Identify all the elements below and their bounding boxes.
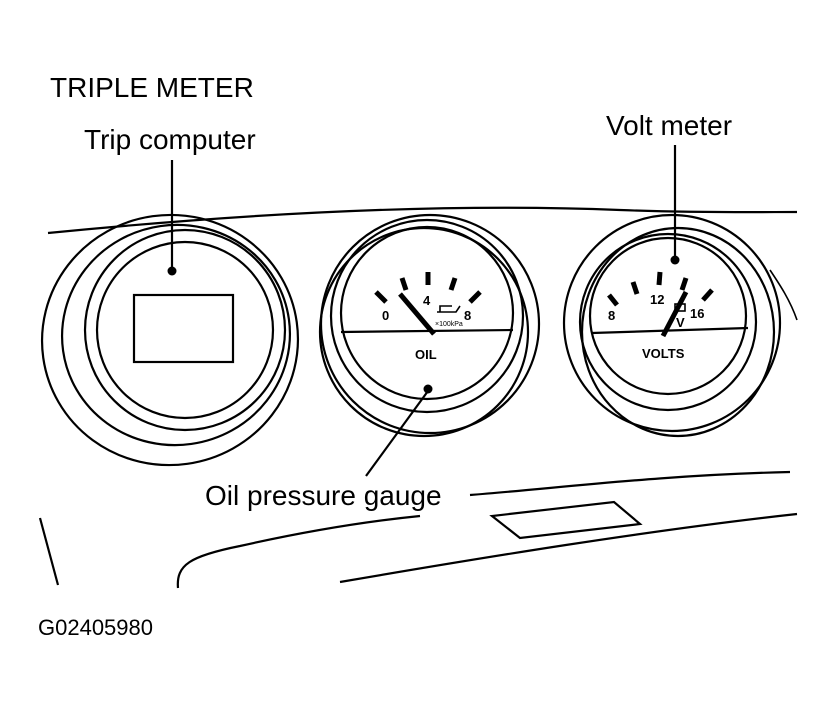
volt-tick-label-8: 8 — [608, 308, 615, 323]
oil-callout-dot — [423, 384, 433, 394]
dash-lower-contour — [469, 470, 791, 497]
volt-tick-label-16: 16 — [690, 306, 704, 321]
trip-computer-display — [132, 293, 235, 364]
volt-meter-pod: 8 12 16 V VOLTS — [562, 213, 782, 438]
dash-right-edge — [769, 269, 798, 321]
oil-unit-label: ×100kPa — [435, 321, 463, 328]
volt-meter-callout: Volt meter — [606, 110, 732, 141]
oil-tick-label-0: 0 — [382, 308, 389, 323]
diagram-title: TRIPLE METER — [50, 72, 254, 103]
oil-gauge-leader — [365, 390, 429, 477]
trip-computer-pod — [40, 213, 300, 467]
dash-bottom-line — [339, 512, 798, 584]
oil-tick-label-8: 8 — [464, 308, 471, 323]
volt-tick-label-12: 12 — [650, 292, 664, 307]
oil-tick-label-4: 4 — [423, 293, 431, 308]
volt-tick-16 — [701, 288, 714, 302]
oil-tick-6 — [448, 277, 458, 291]
dash-left-curve — [38, 517, 60, 586]
oil-gauge-pod: 0 4 8 ×100kPa OIL — [318, 213, 541, 438]
oil-can-icon — [437, 305, 461, 313]
volt-tick-14 — [679, 277, 689, 291]
oil-needle — [398, 292, 436, 336]
oil-tick-8 — [468, 290, 482, 304]
volt-needle — [660, 290, 689, 338]
oil-dial-label: OIL — [415, 347, 437, 362]
dash-top-line — [47, 206, 798, 235]
trip-computer-callout-dot — [167, 266, 177, 276]
volt-tick-12 — [656, 271, 663, 286]
oil-tick-0 — [374, 290, 388, 304]
volt-dial-label: VOLTS — [642, 346, 685, 361]
volt-meter-callout-dot — [670, 255, 680, 265]
oil-pressure-gauge-callout: Oil pressure gauge — [205, 480, 442, 511]
volt-tick-8 — [607, 293, 619, 307]
dash-lower-sweep — [176, 514, 421, 589]
volt-unit-label: V — [676, 315, 685, 330]
trip-computer-callout: Trip computer — [84, 124, 256, 155]
volt-tick-10 — [630, 281, 640, 295]
dash-vent — [489, 500, 643, 540]
oil-tick-2 — [399, 277, 409, 291]
figure-code: G02405980 — [38, 615, 153, 640]
